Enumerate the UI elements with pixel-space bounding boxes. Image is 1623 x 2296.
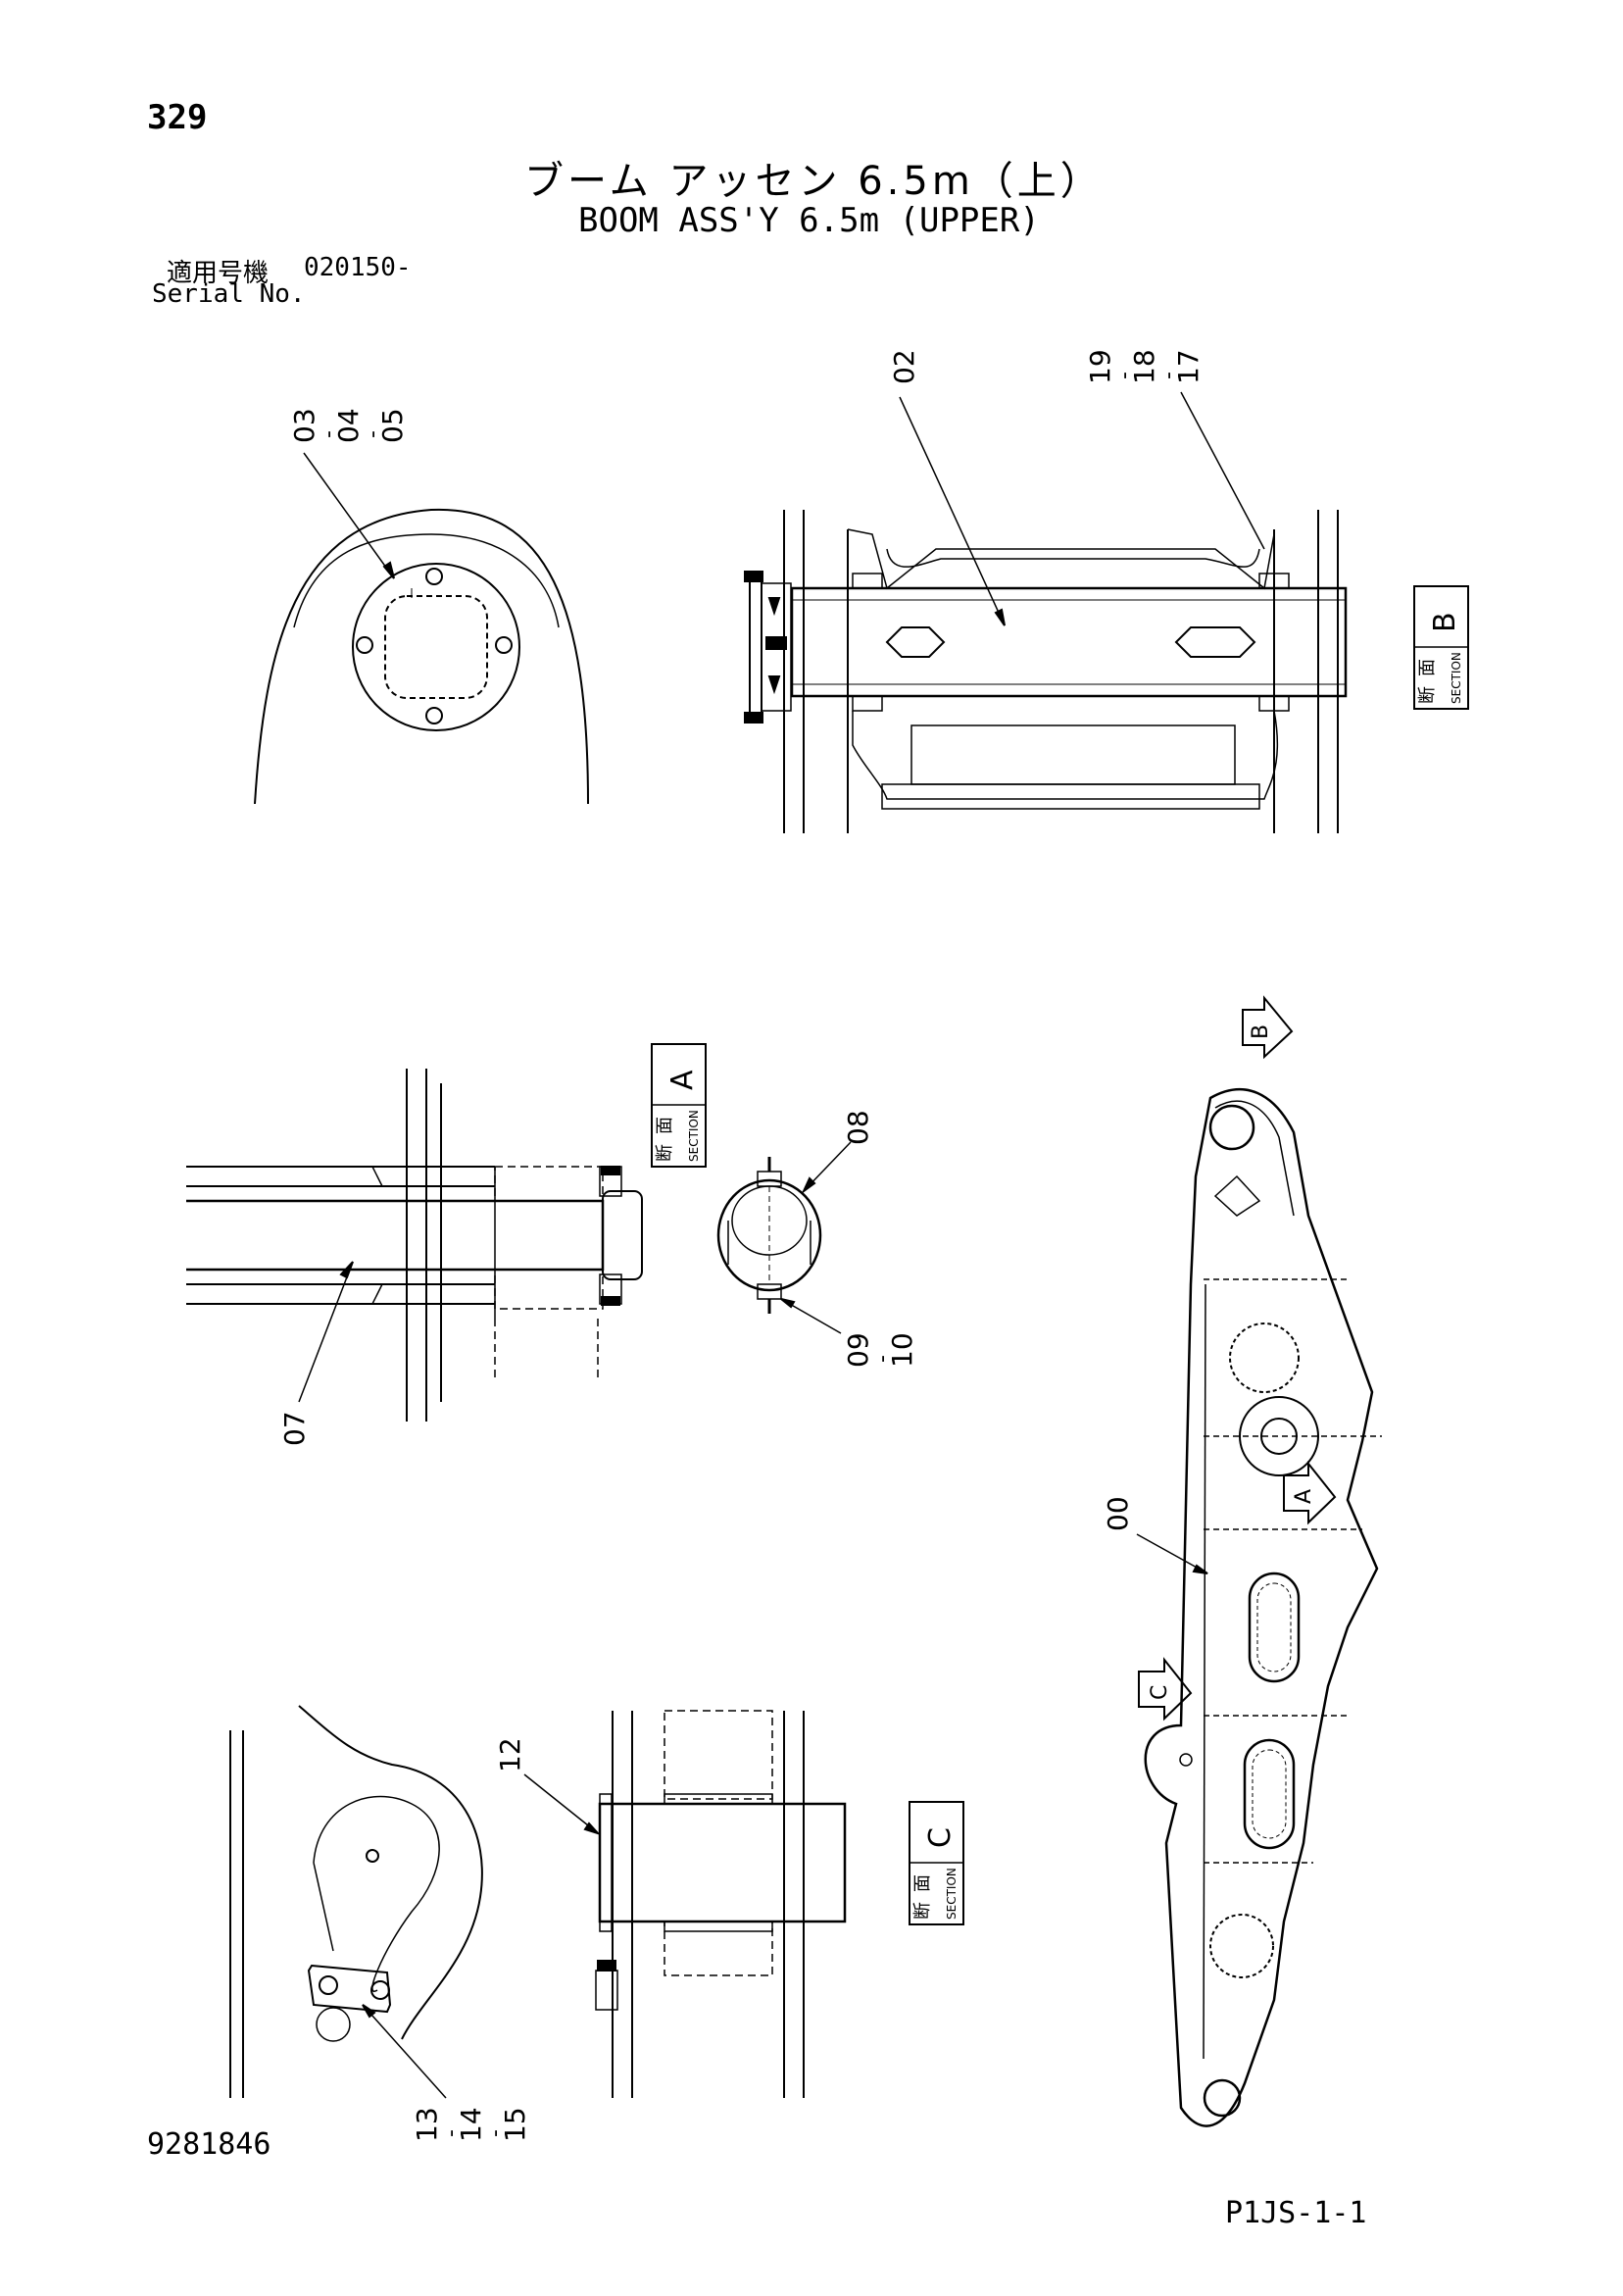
callout-08: 08 (842, 1110, 874, 1145)
svg-text:-: - (361, 430, 385, 438)
leader-line (362, 2004, 447, 2099)
callout-04: 04 (332, 408, 365, 443)
callout-09: 09 (842, 1332, 874, 1368)
view-marker-a: A (1292, 1489, 1316, 1504)
view-arrow-b (1242, 995, 1294, 1060)
serial-value: 020150- (304, 253, 412, 282)
callout-07: 07 (278, 1411, 311, 1446)
boom-foot-view (229, 1705, 483, 2099)
section-tag-b-word: SECTION (1450, 652, 1463, 704)
section-tag-c: 断 面 SECTION C (909, 1801, 964, 1925)
document-number: 9281846 (147, 2127, 271, 2162)
svg-text:-: - (870, 1355, 895, 1363)
title-japanese: ブーム アッセン 6.5m（上） (524, 159, 1104, 204)
boom-end-view (254, 452, 589, 805)
callout-15: 15 (499, 2107, 531, 2142)
section-tag-b: 断 面 SECTION B (1413, 585, 1469, 710)
bolt-hole (356, 636, 373, 654)
svg-text:-: - (317, 430, 341, 438)
section-tag-a: 断 面 SECTION A (651, 1043, 707, 1168)
callout-10: 10 (886, 1332, 918, 1368)
callout-05: 05 (376, 408, 409, 443)
section-tag-a-kanji-2: 面 (655, 1117, 675, 1134)
leader-line (523, 1773, 599, 1834)
page-number: 329 (147, 98, 208, 137)
section-tag-b-letter: B (1428, 612, 1462, 632)
title-english: BOOM ASS'Y 6.5m (UPPER) (578, 201, 1040, 240)
section-tag-b-kanji-2: 面 (1417, 659, 1438, 676)
callout-12: 12 (494, 1737, 526, 1772)
section-tag-b-kanji-1: 断 (1417, 686, 1438, 704)
leader-line (303, 452, 395, 579)
callout-19: 19 (1084, 349, 1116, 384)
callout-03: 03 (288, 408, 320, 443)
section-tag-a-letter: A (665, 1070, 700, 1090)
section-tag-c-word: SECTION (945, 1868, 959, 1920)
section-a-view (186, 1069, 643, 1422)
callout-02: 02 (888, 349, 920, 384)
bolt-hole (425, 568, 443, 585)
boom-side-view (1136, 995, 1382, 2127)
section-tag-c-letter: C (923, 1827, 958, 1848)
section-tag-a-kanji-1: 断 (655, 1144, 675, 1162)
callout-18: 18 (1128, 349, 1160, 384)
callout-13: 13 (411, 2107, 443, 2142)
bolt-hole (495, 636, 513, 654)
callout-17: 17 (1172, 349, 1205, 384)
section-tag-a-word: SECTION (687, 1110, 701, 1162)
section-tag-c-kanji-1: 断 (912, 1902, 933, 1920)
view-arrow-c (1138, 1657, 1193, 1722)
leader-line (298, 1261, 354, 1403)
leader-line (1180, 391, 1265, 550)
leader-line (899, 396, 1006, 626)
serial-label-japanese: 適用号機 (167, 259, 270, 288)
sheet-code: P1JS-1-1 (1225, 2196, 1367, 2230)
callout-14: 14 (455, 2107, 487, 2142)
callout-00: 00 (1102, 1496, 1134, 1531)
view-marker-b: B (1249, 1024, 1273, 1039)
svg-text:-: - (439, 2129, 464, 2137)
serial-label-english: Serial No. (152, 279, 306, 309)
svg-text:-: - (483, 2129, 508, 2137)
svg-text:-: - (1112, 372, 1137, 379)
bolt-hole (425, 707, 443, 724)
view-marker-c: C (1148, 1685, 1172, 1700)
pin-end-detail (716, 1141, 852, 1334)
svg-text:-: - (1156, 372, 1181, 379)
section-b-view (744, 391, 1348, 833)
section-c-view (523, 1710, 847, 2098)
section-tag-c-kanji-2: 面 (912, 1874, 933, 1892)
callout-numbers: 03 04 05 02 19 18 17 08 09 10 07 00 12 1… (278, 349, 1205, 2142)
view-arrow-a (1283, 1461, 1337, 1525)
